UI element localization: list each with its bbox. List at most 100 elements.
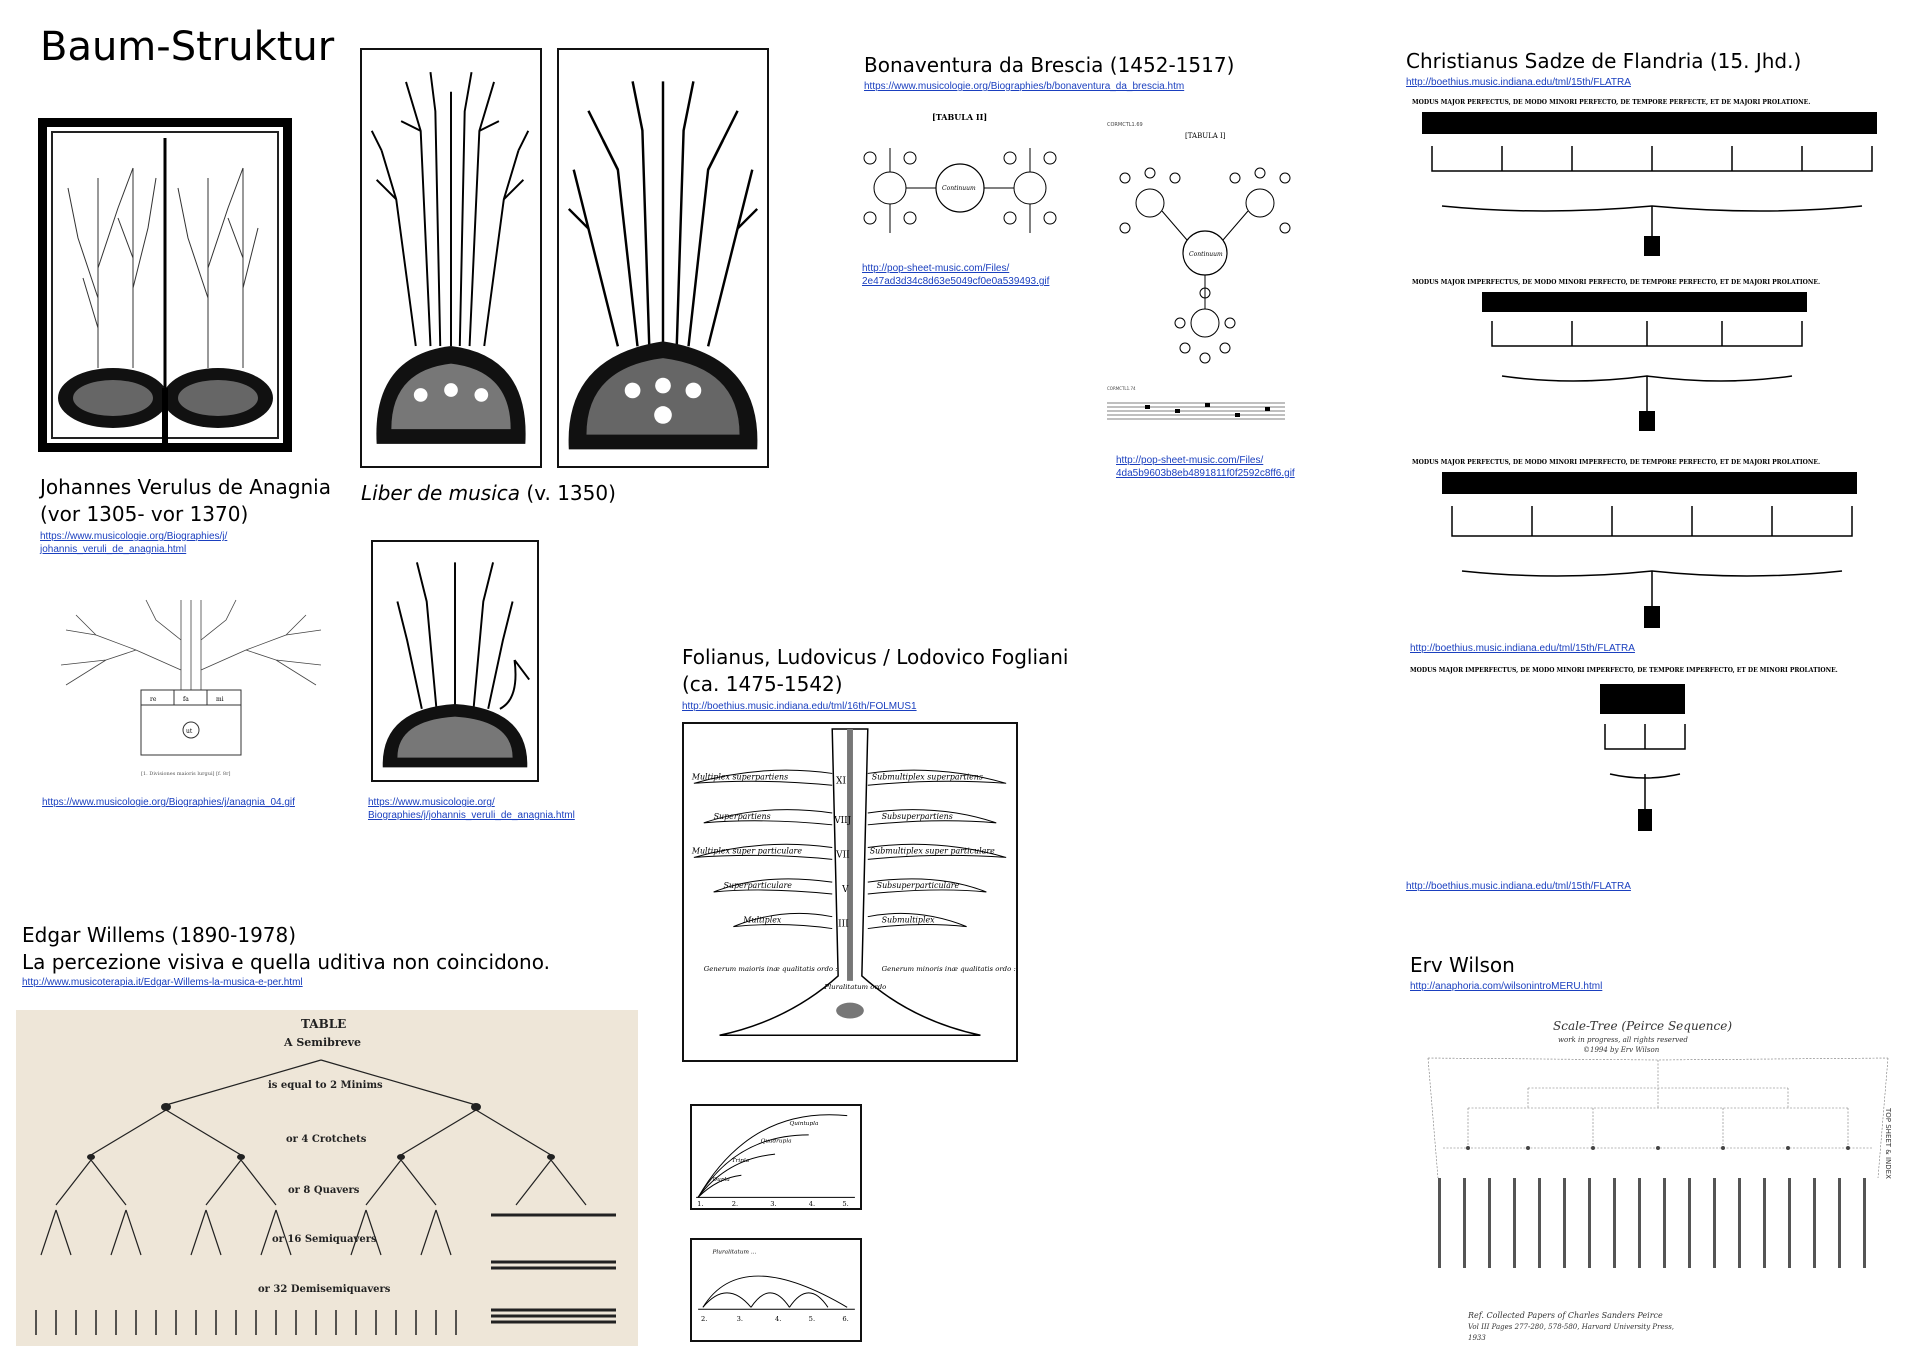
verulus-label-fa: fa <box>183 696 189 703</box>
bonaventura-tabula2-image: [TABULA II] Continuum <box>860 108 1060 253</box>
fogliani-link[interactable]: http://boethius.music.indiana.edu/tml/16… <box>682 700 917 713</box>
fogliani-numeral-5: III <box>838 920 849 930</box>
fogliani-right-label-5: Submultiplex <box>882 916 936 925</box>
liber-link-line2[interactable]: Biographies/j/johannis_veruli_de_anagnia… <box>368 809 575 822</box>
verulus-diagram-note: [1. Divisiones maioris lurgui] [f. 8r] <box>141 771 230 777</box>
willems-note-tree-table: TABLE A Semibreve is equal to 2 Minims o… <box>16 1010 638 1346</box>
verulus-manuscript-image <box>38 118 292 452</box>
verulus-caption-line1: Johannes Verulus de Anagnia <box>40 474 331 501</box>
wilson-scale-tree: Scale-Tree (Peirce Sequence) work in pro… <box>1408 998 1908 1348</box>
fogliani-small1-num-2: 2. <box>732 1200 738 1208</box>
verulus-link[interactable]: https://www.musicologie.org/Biographies/… <box>40 530 227 556</box>
fogliani-small1-num-5: 5. <box>842 1200 848 1208</box>
bonaventura-link[interactable]: https://www.musicologie.org/Biographies/… <box>864 80 1184 93</box>
bonaventura-link3-line2[interactable]: 4da5b9603b8eb4891811f0f2592c8ff6.gif <box>1116 467 1295 480</box>
wilson-ref-line1: Ref. Collected Papers of Charles Sanders… <box>1467 1311 1663 1320</box>
willems-table-sub: A Semibreve <box>283 1036 361 1049</box>
wilson-ref-line2: Vol III Pages 277-280, 578-580, Harvard … <box>1468 1323 1674 1331</box>
wilson-chart-sub1: work in progress, all rights reserved <box>1558 1036 1688 1044</box>
fogliani-small1-label-4: Dupla <box>711 1177 730 1183</box>
willems-caption-line2: La percezione visiva e quella uditiva no… <box>22 949 550 976</box>
fogliani-small-diagram-1: Quintupla Quadrupla Tripla Dupla 1. 2. 3… <box>690 1104 862 1210</box>
verulus-caption-line2: (vor 1305- vor 1370) <box>40 501 331 528</box>
liber-caption-italic: Liber de musica <box>361 481 520 505</box>
wilson-chart-title: Scale-Tree (Peirce Sequence) <box>1553 1019 1732 1033</box>
fogliani-small1-label-3: Tripla <box>732 1158 750 1164</box>
liber-link[interactable]: https://www.musicologie.org/ Biographies… <box>368 796 575 822</box>
fogliani-left-label-1: Multiplex superpartiens <box>691 772 788 781</box>
bonaventura-link3-line1[interactable]: http://pop-sheet-music.com/Files/ <box>1116 454 1295 467</box>
fogliani-bottom-right: Generum minoris inæ qualitatis ordo : <box>882 965 1016 973</box>
liber-tree-image-left <box>360 48 542 468</box>
sadze-header-1: MODUS MAJOR PERFECTUS, DE MODO MINORI PE… <box>1412 99 1810 106</box>
sadze-caption: Christianus Sadze de Flandria (15. Jhd.) <box>1406 48 1801 75</box>
sadze-tree-chart-upper: MODUS MAJOR PERFECTUS, DE MODO MINORI PE… <box>1412 96 1892 636</box>
wilson-ref-line3: 1933 <box>1468 1334 1486 1342</box>
willems-table-title: TABLE <box>301 1017 346 1031</box>
verulus-link-line2[interactable]: johannis_veruli_de_anagnia.html <box>40 543 227 556</box>
verulus-label-mi: mi <box>216 696 224 703</box>
fogliani-small2-num-5: 6. <box>842 1315 848 1323</box>
fogliani-caption-line1: Folianus, Ludovicus / Lodovico Fogliani <box>682 644 1068 671</box>
bonaventura-caption: Bonaventura da Brescia (1452-1517) <box>864 52 1234 79</box>
fogliani-left-label-3: Multiplex super particulare <box>691 846 802 855</box>
willems-level-1: is equal to 2 Minims <box>268 1080 383 1091</box>
bonaventura-link2[interactable]: http://pop-sheet-music.com/Files/ 2e47ad… <box>862 262 1049 288</box>
fogliani-right-label-3: Submultiplex super particulare <box>870 846 995 855</box>
fogliani-numeral-3: VII <box>835 850 850 860</box>
willems-level-3: or 8 Quavers <box>288 1185 360 1196</box>
fogliani-left-label-4: Superparticulare <box>724 881 793 890</box>
fogliani-small2-num-2: 3. <box>737 1315 743 1323</box>
fogliani-small1-num-1: 1. <box>697 1200 703 1208</box>
fogliani-small2-num-4: 5. <box>809 1315 815 1323</box>
willems-level-2: or 4 Crotchets <box>286 1134 367 1145</box>
bonaventura-center-label-2: Continuum <box>942 185 976 192</box>
sadze-tree-chart-lower: MODUS MAJOR IMPERFECTUS, DE MODO MINORI … <box>1410 664 1890 854</box>
willems-link[interactable]: http://www.musicoterapia.it/Edgar-Willem… <box>22 976 303 989</box>
bonaventura-link3[interactable]: http://pop-sheet-music.com/Files/ 4da5b9… <box>1116 454 1295 480</box>
page-title: Baum-Struktur <box>40 24 334 70</box>
fogliani-small2-num-1: 2. <box>701 1315 707 1323</box>
fogliani-left-label-5: Multiplex <box>742 916 782 925</box>
fogliani-bottom-left: Generum maioris inæ qualitatis ordo : <box>704 965 838 973</box>
sadze-link-bottom[interactable]: http://boethius.music.indiana.edu/tml/15… <box>1406 880 1631 893</box>
bonaventura-tabula1-label: [TABULA I] <box>1185 132 1226 140</box>
willems-level-5: or 32 Demisemiquavers <box>258 1284 391 1295</box>
sadze-header-3: MODUS MAJOR PERFECTUS, DE MODO MINORI IM… <box>1412 459 1820 466</box>
fogliani-small1-label-1: Quintupla <box>789 1121 819 1127</box>
fogliani-small2-header: Pluralitatum ... <box>712 1249 757 1255</box>
willems-caption-line1: Edgar Willems (1890-1978) <box>22 922 550 949</box>
liber-link-line1[interactable]: https://www.musicologie.org/ <box>368 796 575 809</box>
wilson-chart-sub2: ©1994 by Erv Wilson <box>1583 1046 1660 1054</box>
verulus-tree-diagram: re fa mi ut [1. Divisiones maioris lurgu… <box>46 590 336 785</box>
bonaventura-tabula2-label: [TABULA II] <box>932 112 987 122</box>
willems-caption: Edgar Willems (1890-1978) La percezione … <box>22 922 550 976</box>
bonaventura-link2-line2[interactable]: 2e47ad3d34c8d63e5049cf0e0a539493.gif <box>862 275 1049 288</box>
sadze-header-4: MODUS MAJOR IMPERFECTUS, DE MODO MINORI … <box>1410 667 1838 674</box>
fogliani-numeral-2: VIIJ <box>833 816 851 826</box>
wilson-caption: Erv Wilson <box>1410 952 1515 979</box>
bonaventura-center-label-1: Continuum <box>1189 251 1223 258</box>
bonaventura-small-footer: CORMCTL1.74 <box>1107 386 1136 391</box>
verulus-diagram-link[interactable]: https://www.musicologie.org/Biographies/… <box>42 796 295 809</box>
fogliani-small2-num-3: 4. <box>775 1315 781 1323</box>
sadze-header-2: MODUS MAJOR IMPERFECTUS, DE MODO MINORI … <box>1412 279 1820 286</box>
liber-tree-image-small <box>371 540 539 782</box>
fogliani-numeral-1: XI <box>836 776 846 786</box>
fogliani-right-label-4: Subsuperparticulare <box>877 881 960 890</box>
fogliani-small-diagram-2: Pluralitatum ... 2. 3. 4. 5. 6. <box>690 1238 862 1342</box>
verulus-link-line1[interactable]: https://www.musicologie.org/Biographies/… <box>40 530 227 543</box>
fogliani-small1-num-4: 4. <box>809 1200 815 1208</box>
liber-caption-rest: (v. 1350) <box>520 481 616 505</box>
fogliani-caption: Folianus, Ludovicus / Lodovico Fogliani … <box>682 644 1068 698</box>
verulus-label-re: re <box>150 696 157 703</box>
sadze-link-mid[interactable]: http://boethius.music.indiana.edu/tml/15… <box>1410 642 1635 655</box>
fogliani-small1-label-2: Quadrupla <box>761 1139 793 1145</box>
fogliani-right-label-1: Submultiplex superpartiens <box>872 772 983 781</box>
sadze-link-top[interactable]: http://boethius.music.indiana.edu/tml/15… <box>1406 76 1631 89</box>
bonaventura-link2-line1[interactable]: http://pop-sheet-music.com/Files/ <box>862 262 1049 275</box>
fogliani-left-label-2: Superpartiens <box>714 812 771 821</box>
verulus-label-ut: ut <box>186 728 193 735</box>
wilson-link[interactable]: http://anaphoria.com/wilsonintroMERU.htm… <box>1410 980 1602 993</box>
bonaventura-small-header: CORMCTL1.69 <box>1107 122 1143 128</box>
